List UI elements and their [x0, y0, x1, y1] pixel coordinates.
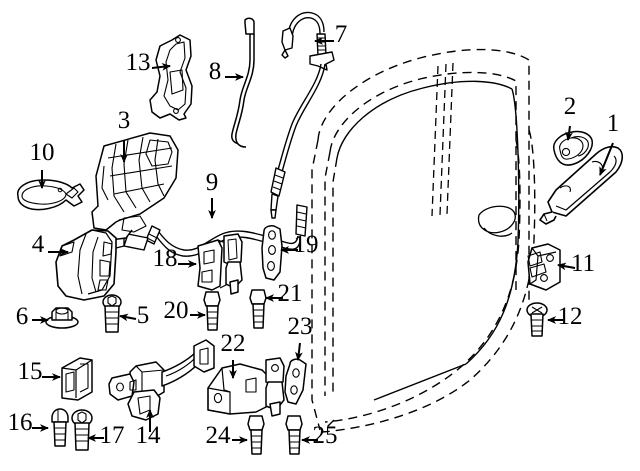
callout-2: 2 — [564, 93, 577, 141]
callout-number-22: 22 — [221, 330, 246, 357]
callout-number-19: 19 — [294, 231, 319, 258]
callout-24: 24 — [206, 422, 248, 449]
callout-13: 13 — [126, 49, 171, 76]
callout-leader-2 — [565, 125, 573, 141]
part-22-lower-door-hinge — [207, 357, 285, 417]
callout-number-6: 6 — [16, 303, 29, 330]
callout-number-16: 16 — [8, 409, 33, 436]
callout-leader-1 — [599, 142, 614, 176]
callout-8: 8 — [209, 58, 244, 85]
part-21-hex-bolt — [249, 289, 267, 329]
part-17-torx-screw — [71, 409, 93, 451]
part-20-hex-bolt — [203, 291, 221, 331]
part-16-round-head-screw — [51, 408, 69, 447]
callout-number-1: 1 — [607, 110, 620, 137]
part-18-upper-door-hinge — [197, 233, 243, 295]
callout-leader-13 — [151, 63, 171, 71]
callout-number-7: 7 — [335, 21, 348, 48]
callout-11: 11 — [557, 250, 595, 277]
callout-number-17: 17 — [100, 422, 125, 449]
callout-number-2: 2 — [564, 93, 577, 120]
part-12-torx-bolt — [526, 302, 548, 337]
callout-number-10: 10 — [30, 139, 55, 166]
callout-18: 18 — [153, 245, 197, 272]
callout-number-4: 4 — [32, 231, 45, 258]
callout-number-12: 12 — [558, 303, 583, 330]
callout-number-8: 8 — [209, 58, 222, 85]
part-25-hex-bolt — [285, 415, 303, 455]
callout-21: 21 — [265, 280, 303, 307]
callout-leader-5 — [119, 313, 137, 322]
callout-5: 5 — [119, 302, 150, 329]
callout-number-20: 20 — [164, 297, 189, 324]
callout-number-9: 9 — [206, 169, 219, 196]
part-19-hinge-shim-plate — [261, 225, 283, 281]
callout-12: 12 — [547, 303, 583, 330]
part-4-door-latch-assembly — [55, 229, 117, 301]
callout-1: 1 — [599, 110, 620, 176]
part-11-door-striker-plate — [527, 243, 561, 291]
part-8-lock-operating-rod — [231, 17, 255, 148]
callout-number-14: 14 — [136, 422, 162, 449]
door-body-outline — [311, 48, 536, 433]
part-15-retainer-clip-bracket — [61, 357, 93, 401]
callout-6: 6 — [16, 303, 49, 330]
callout-number-23: 23 — [288, 313, 313, 340]
door-body-solid-edge — [336, 80, 520, 401]
callout-9: 9 — [206, 169, 219, 219]
callout-number-18: 18 — [153, 245, 178, 272]
part-14-door-check-strap — [108, 339, 215, 421]
callout-15: 15 — [18, 358, 61, 385]
callout-number-3: 3 — [118, 107, 131, 134]
callout-10: 10 — [30, 139, 55, 189]
callout-leader-23 — [295, 342, 303, 361]
part-13-reinforcement-bracket — [149, 34, 193, 121]
callout-number-25: 25 — [313, 422, 338, 449]
callout-19: 19 — [280, 231, 319, 258]
callout-number-5: 5 — [137, 302, 150, 329]
callout-leader-11 — [557, 262, 576, 271]
callout-25: 25 — [301, 422, 338, 449]
callout-number-15: 15 — [18, 358, 43, 385]
callout-4: 4 — [32, 231, 69, 258]
part-5-torx-bolt — [102, 294, 122, 333]
callout-number-21: 21 — [278, 280, 303, 307]
callout-23: 23 — [288, 313, 313, 361]
callout-number-13: 13 — [126, 49, 151, 76]
callout-3: 3 — [118, 107, 131, 163]
part-24-hex-bolt — [247, 415, 265, 455]
callout-22: 22 — [221, 330, 246, 379]
callout-14: 14 — [136, 409, 162, 449]
callout-20: 20 — [164, 297, 206, 324]
callout-17: 17 — [87, 422, 125, 449]
callout-number-24: 24 — [206, 422, 232, 449]
callout-16: 16 — [8, 409, 49, 436]
callout-number-11: 11 — [571, 250, 595, 277]
door-inner-handle-recess — [477, 205, 516, 237]
part-2-lock-cylinder-cover — [552, 130, 594, 166]
callout-7: 7 — [314, 21, 348, 48]
part-10-handle-carrier-bracket — [17, 179, 85, 211]
